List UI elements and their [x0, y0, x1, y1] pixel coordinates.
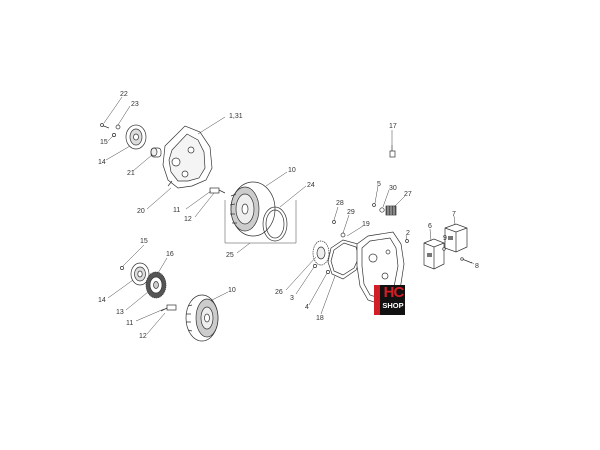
hc-shop-logo-shop-text: SHOP — [382, 301, 404, 310]
group-bracket-25 — [224, 200, 297, 244]
callout-17: 17 — [389, 123, 397, 130]
callout-5: 5 — [377, 181, 381, 188]
callout-25: 25 — [226, 252, 234, 259]
part-wheel-10-upper — [229, 181, 276, 237]
part-screw-8 — [460, 257, 473, 264]
part-spacer-15-upper — [112, 133, 116, 137]
part-3 — [313, 264, 317, 268]
part-bearing-14-upper — [125, 124, 147, 150]
part-screw-22 — [100, 123, 110, 129]
callout-24: 24 — [307, 182, 315, 189]
callout-7: 7 — [452, 211, 456, 218]
callout-11: 11 — [173, 207, 180, 214]
part-gear-27 — [385, 205, 397, 216]
leader-lines — [103, 96, 475, 335]
callout-21: 21 — [127, 170, 135, 177]
part-ring-24 — [262, 206, 288, 242]
part-bushing-30 — [379, 207, 385, 213]
callout-29: 29 — [347, 209, 355, 216]
part-gasket-18 — [327, 239, 363, 280]
part-screw-17 — [389, 145, 396, 158]
part-washer-28 — [332, 220, 336, 224]
callout-28: 28 — [336, 200, 344, 207]
callout-12: 12 — [184, 216, 192, 223]
callout-19: 19 — [362, 221, 370, 228]
callout-23: 23 — [131, 101, 139, 108]
part-housing-1-31 — [162, 125, 213, 189]
callout-16: 16 — [166, 251, 174, 258]
callout-1-31: 1,31 — [229, 113, 243, 120]
part-spacer-15-lower — [120, 266, 124, 270]
part-screw-11-12-upper — [209, 187, 226, 194]
callout-3: 3 — [290, 295, 294, 302]
hc-shop-logo-hc-text: HC — [383, 284, 405, 301]
part-screw-11-12-lower — [160, 304, 177, 312]
callout-2: 2 — [406, 230, 410, 237]
part-washer-29 — [340, 232, 346, 238]
callout-8: 8 — [475, 263, 479, 270]
callout-27: 27 — [404, 191, 412, 198]
callout-10-lower: 10 — [228, 287, 236, 294]
callout-10: 10 — [288, 167, 296, 174]
hc-shop-logo-accent — [374, 285, 380, 315]
part-switch-6 — [423, 238, 445, 270]
part-gear-26 — [312, 240, 330, 266]
callout-18: 18 — [316, 315, 324, 322]
callout-14: 14 — [98, 159, 106, 166]
part-pin-5 — [372, 203, 376, 207]
callout-4: 4 — [305, 304, 309, 311]
callout-22: 22 — [120, 91, 128, 98]
callout-labels: 22 23 15 14 21 1,31 20 11 12 10 24 25 17… — [98, 91, 479, 340]
part-pin-9 — [442, 247, 446, 251]
callout-14-lower: 14 — [98, 297, 106, 304]
part-gear-16 — [145, 271, 167, 299]
part-4 — [326, 270, 330, 274]
callout-9: 9 — [443, 235, 447, 242]
part-wheel-10-lower — [185, 294, 219, 342]
callout-26: 26 — [275, 289, 283, 296]
callout-20: 20 — [137, 208, 145, 215]
callout-15: 15 — [100, 139, 108, 146]
part-switch-7 — [444, 223, 468, 253]
callout-11-lower: 11 — [126, 320, 133, 327]
callout-13: 13 — [116, 309, 124, 316]
callout-15-lower: 15 — [140, 238, 148, 245]
part-bushing-21 — [150, 147, 162, 158]
callout-12-lower: 12 — [139, 333, 147, 340]
callout-6: 6 — [428, 223, 432, 230]
part-washer-23 — [115, 124, 121, 130]
callout-30: 30 — [389, 185, 397, 192]
part-bearing-14-lower — [130, 262, 150, 286]
